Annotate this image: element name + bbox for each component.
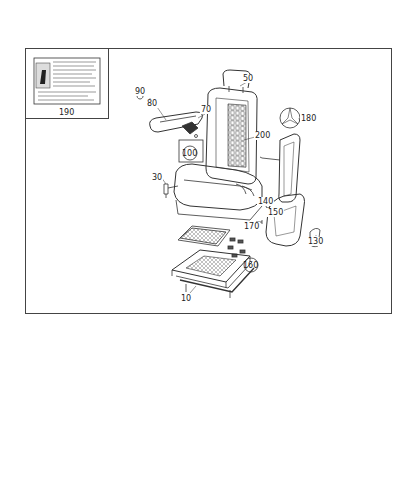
callout-number: 140 — [257, 197, 274, 206]
callout-number: 90 — [134, 87, 146, 96]
armrest-mechanism — [179, 122, 203, 162]
callout-number: 70 — [200, 105, 212, 114]
callout-number: 150 — [267, 208, 284, 217]
callout-number: 130 — [307, 237, 324, 246]
cushion-pan — [178, 226, 230, 246]
callout-number: 160 — [242, 261, 259, 270]
diagram-frame — [26, 49, 392, 314]
callout-number: 190 — [58, 108, 75, 117]
callout-number: 180 — [300, 114, 317, 123]
lever — [164, 184, 178, 198]
callout-number: 80 — [146, 99, 158, 108]
warning-label — [34, 58, 100, 104]
seat-cushion — [174, 164, 262, 220]
leader-lines — [155, 82, 316, 293]
callout-number: 50 — [242, 74, 254, 83]
callout-number: 30 — [151, 173, 163, 182]
side-airbag — [260, 108, 300, 202]
callout-number: 170 — [243, 222, 260, 231]
callout-number: 200 — [254, 131, 271, 140]
seat-base-frame — [172, 250, 254, 298]
callout-number: 100 — [181, 149, 198, 158]
callout-number: 10 — [180, 294, 192, 303]
